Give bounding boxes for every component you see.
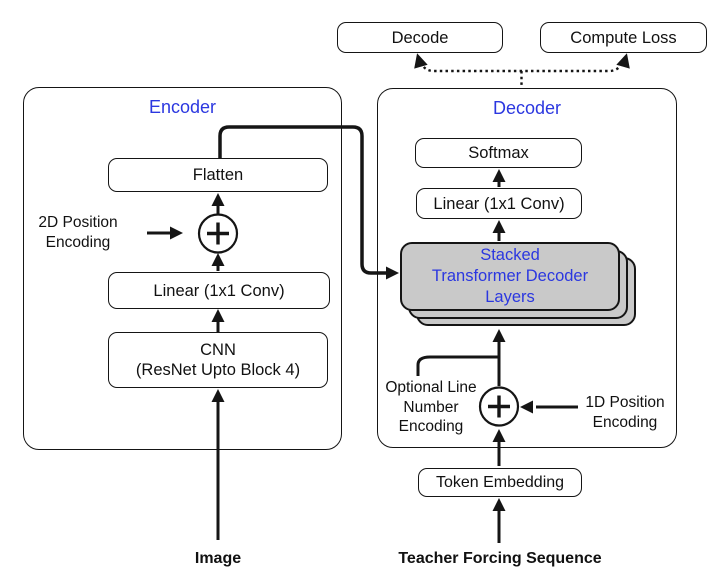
decoder-output-dotted-connector [414, 53, 630, 87]
compute-loss-box: Compute Loss [540, 22, 707, 53]
compute-loss-label: Compute Loss [570, 28, 677, 47]
encoder-title: Encoder [148, 97, 217, 117]
token-embedding-label: Token Embedding [435, 473, 565, 491]
1d-position-encoding-label: 1D Position Encoding [585, 394, 665, 431]
image-input-label: Image [194, 550, 242, 567]
flatten-box: Flatten [108, 158, 328, 192]
optional-line-number-encoding-label: Optional Line Number Encoding [385, 379, 477, 435]
encoder-container [23, 87, 342, 450]
arrowhead-up-icon [492, 498, 506, 511]
teacher-forcing-sequence-label: Teacher Forcing Sequence [398, 550, 602, 567]
encoder-linear-label: Linear (1x1 Conv) [153, 281, 285, 300]
arrowhead-up-icon [414, 53, 428, 69]
decoder-linear-box: Linear (1x1 Conv) [416, 188, 582, 219]
stacked-label-line1: Stacked [480, 246, 540, 264]
decoder-linear-label: Linear (1x1 Conv) [433, 194, 565, 213]
arrowhead-up-icon [616, 53, 630, 69]
flatten-label: Flatten [192, 166, 244, 184]
cnn-box: CNN (ResNet Upto Block 4) [108, 332, 328, 388]
token-embedding-box: Token Embedding [418, 468, 582, 497]
encoder-linear-box: Linear (1x1 Conv) [108, 272, 330, 309]
softmax-box: Softmax [415, 138, 582, 168]
stacked-label-line2: Transformer Decoder [431, 267, 589, 285]
stacked-label-line3: Layers [485, 288, 535, 306]
2d-position-encoding-label: 2D Position Encoding [38, 214, 118, 251]
cnn-label-line2: (ResNet Upto Block 4) [135, 361, 301, 379]
stacked-decoder-layers-box: Stacked Transformer Decoder Layers [400, 242, 620, 311]
cnn-label-line1: CNN [200, 341, 236, 359]
decode-label: Decode [391, 28, 449, 47]
softmax-label: Softmax [468, 144, 529, 162]
teacher-to-token-embedding-arrow [492, 498, 506, 543]
decode-box: Decode [337, 22, 503, 53]
decoder-title: Decoder [492, 98, 562, 118]
